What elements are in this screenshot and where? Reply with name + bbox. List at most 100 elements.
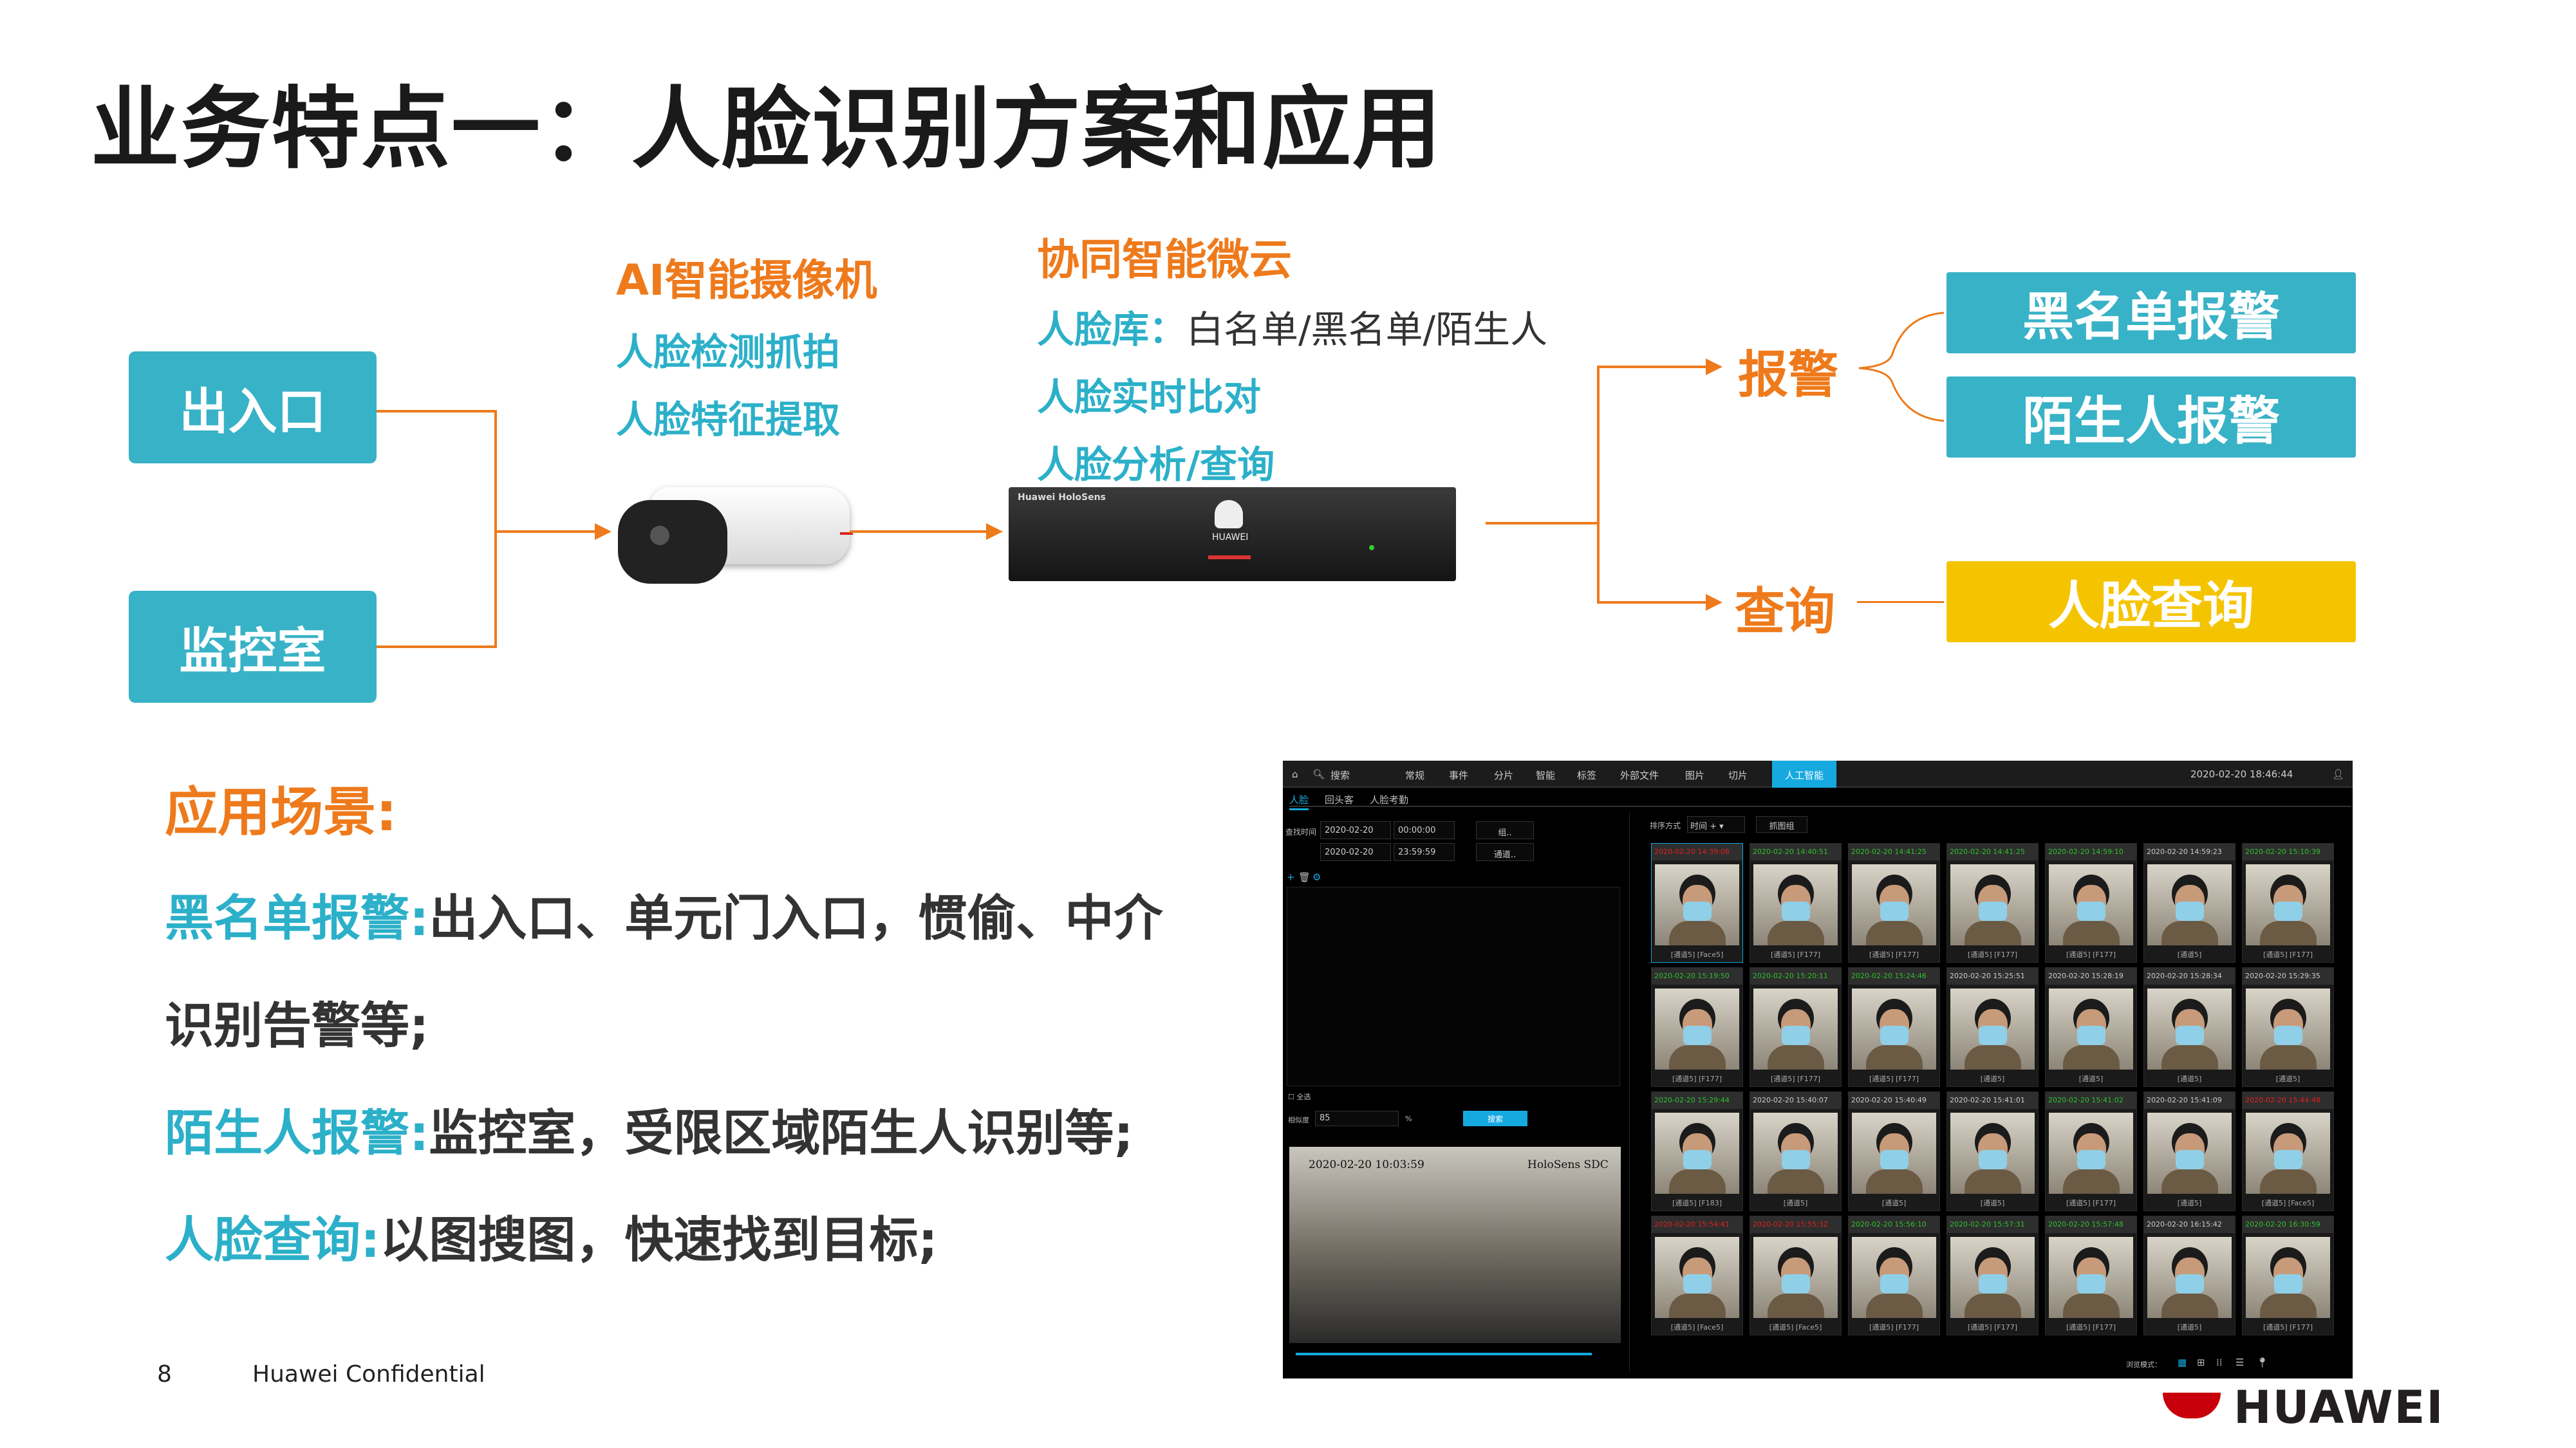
select-all-checkbox[interactable]: ☐ 全选 — [1288, 1093, 1311, 1101]
subtab-face[interactable]: 人脸 — [1289, 793, 1309, 810]
nav-events[interactable]: 事件 — [1449, 770, 1469, 781]
face-capture-thumbnail[interactable]: 2020-02-20 15:44:48 [通道5] [Face5] — [2242, 1091, 2334, 1211]
face-query-box: 人脸查询 — [1946, 561, 2356, 642]
face-capture-thumbnail[interactable]: 2020-02-20 15:40:07 [通道5] — [1750, 1091, 1842, 1211]
camera-feature: 人脸检测抓拍 — [616, 330, 841, 374]
capture-channel: [通道5] [F183] — [1672, 1199, 1722, 1207]
similarity-label: 相似度 — [1288, 1116, 1309, 1124]
face-capture-thumbnail[interactable]: 2020-02-20 15:57:31 [通道5] [F177] — [1946, 1216, 2039, 1335]
grid-small-view-icon[interactable]: ⁞⁞ — [2216, 1357, 2223, 1368]
capture-time: 2020-02-20 15:57:48 — [2046, 1216, 2136, 1233]
video-preview[interactable]: 2020-02-20 10:03:59 HoloSens SDC — [1289, 1147, 1621, 1343]
face-capture-thumbnail[interactable]: 2020-02-20 15:55:32 [通道5] [Face5] — [1750, 1216, 1842, 1335]
capture-time: 2020-02-20 15:41:01 — [1947, 1092, 2038, 1109]
face-photo — [1950, 1237, 2035, 1318]
capture-time: 2020-02-20 15:29:35 — [2243, 968, 2333, 985]
face-capture-thumbnail[interactable]: 2020-02-20 15:54:41 [通道5] [Face5] — [1651, 1216, 1743, 1335]
face-capture-thumbnail[interactable]: 2020-02-20 14:59:10 [通道5] [F177] — [2045, 843, 2137, 963]
start-time-input[interactable]: 00:00:00 — [1394, 821, 1455, 839]
capture-time: 2020-02-20 15:19:50 — [1652, 968, 1742, 985]
capture-time: 2020-02-20 15:40:49 — [1849, 1092, 1939, 1109]
list-view-icon[interactable]: ☰ — [2235, 1357, 2245, 1368]
capture-time: 2020-02-20 14:59:10 — [2046, 844, 2136, 860]
capture-channel: [通道5] [F177] — [1672, 1075, 1722, 1083]
capture-channel: [通道5] — [2078, 1075, 2104, 1083]
stranger-alarm-box: 陌生人报警 — [1946, 376, 2356, 458]
nav-pictures[interactable]: 图片 — [1685, 770, 1705, 781]
face-photo — [1852, 1237, 1936, 1318]
capture-group-button[interactable]: 抓图组 — [1756, 816, 1807, 833]
face-capture-thumbnail[interactable]: 2020-02-20 15:40:49 [通道5] — [1848, 1091, 1940, 1211]
group-button[interactable]: 组.. — [1476, 821, 1534, 839]
connector — [377, 410, 496, 413]
nav-regular[interactable]: 常规 — [1405, 770, 1425, 781]
nav-segments[interactable]: 分片 — [1494, 770, 1514, 781]
face-capture-thumbnail[interactable]: 2020-02-20 14:41:25 [通道5] [F177] — [1946, 843, 2039, 963]
capture-time: 2020-02-20 15:41:02 — [2046, 1092, 2136, 1109]
face-capture-thumbnail[interactable]: 2020-02-20 15:29:44 [通道5] [F183] — [1651, 1091, 1743, 1211]
face-photo — [2246, 864, 2330, 945]
grid-large-view-icon[interactable]: ▦ — [2178, 1357, 2187, 1368]
face-photo — [1655, 1113, 1739, 1194]
home-icon[interactable]: ⌂ — [1292, 768, 1298, 780]
face-capture-thumbnail[interactable]: 2020-02-20 14:41:25 [通道5] [F177] — [1848, 843, 1940, 963]
face-capture-thumbnail[interactable]: 2020-02-20 14:39:08 [通道5] [Face5] — [1651, 843, 1743, 963]
face-capture-thumbnail[interactable]: 2020-02-20 15:41:09 [通道5] — [2143, 1091, 2235, 1211]
capture-time: 2020-02-20 14:40:51 — [1750, 844, 1841, 860]
add-icon[interactable]: + — [1287, 871, 1295, 883]
channel-button[interactable]: 通道.. — [1476, 843, 1534, 861]
search-button[interactable]: 搜索 — [1463, 1111, 1527, 1126]
similarity-input[interactable]: 85 — [1315, 1111, 1399, 1126]
nav-smart[interactable]: 智能 — [1536, 770, 1556, 781]
face-capture-thumbnail[interactable]: 2020-02-20 15:57:48 [通道5] [F177] — [2045, 1216, 2137, 1335]
face-capture-thumbnail[interactable]: 2020-02-20 16:30:59 [通道5] [F177] — [2242, 1216, 2334, 1335]
connector — [1857, 601, 1944, 603]
capture-channel: [通道5] [F177] — [1968, 951, 2017, 959]
face-photo — [1852, 864, 1936, 945]
face-capture-thumbnail[interactable]: 2020-02-20 15:28:19 [通道5] — [2045, 967, 2137, 1087]
face-capture-thumbnail[interactable]: 2020-02-20 15:28:34 [通道5] — [2143, 967, 2235, 1087]
face-photo — [1753, 1237, 1838, 1318]
nav-ai[interactable]: 人工智能 — [1772, 761, 1836, 788]
face-capture-thumbnail[interactable]: 2020-02-20 15:41:01 [通道5] — [1946, 1091, 2039, 1211]
face-photo — [1852, 989, 1936, 1070]
user-icon[interactable]: 👤︎ — [2332, 768, 2345, 780]
face-capture-thumbnail[interactable]: 2020-02-20 15:19:50 [通道5] [F177] — [1651, 967, 1743, 1087]
settings-icon[interactable]: ⚙︎ — [1312, 871, 1321, 883]
similarity-unit: % — [1405, 1115, 1412, 1123]
connector — [850, 530, 988, 533]
capture-channel: [通道5] [Face5] — [1670, 1323, 1724, 1332]
nav-tags[interactable]: 标签 — [1577, 770, 1597, 781]
nav-search[interactable]: 搜索 — [1330, 770, 1350, 781]
face-capture-thumbnail[interactable]: 2020-02-20 15:41:02 [通道5] [F177] — [2045, 1091, 2137, 1211]
face-capture-thumbnail[interactable]: 2020-02-20 15:29:35 [通道5] — [2242, 967, 2334, 1087]
playback-progress[interactable] — [1296, 1353, 1592, 1355]
face-capture-thumbnail[interactable]: 2020-02-20 16:15:42 [通道5] — [2143, 1216, 2235, 1335]
end-date-input[interactable]: 2020-02-20 — [1320, 843, 1391, 861]
capture-channel: [通道5] [F177] — [1869, 951, 1919, 959]
start-date-input[interactable]: 2020-02-20 — [1320, 821, 1391, 839]
face-capture-thumbnail[interactable]: 2020-02-20 15:24:46 [通道5] [F177] — [1848, 967, 1940, 1087]
face-capture-thumbnail[interactable]: 2020-02-20 15:20:11 [通道5] [F177] — [1750, 967, 1842, 1087]
subtab-attendance[interactable]: 人脸考勤 — [1370, 794, 1409, 806]
arrow-icon — [1706, 358, 1722, 375]
face-capture-thumbnail[interactable]: 2020-02-20 15:56:10 [通道5] [F177] — [1848, 1216, 1940, 1335]
nav-external-files[interactable]: 外部文件 — [1620, 770, 1659, 781]
face-capture-thumbnail[interactable]: 2020-02-20 14:59:23 [通道5] — [2143, 843, 2235, 963]
grid-medium-view-icon[interactable]: ⊞ — [2197, 1357, 2205, 1368]
capture-channel: [通道5] — [2177, 1075, 2202, 1083]
delete-icon[interactable]: 🗑︎ — [1298, 871, 1311, 883]
connector — [377, 645, 496, 648]
device-label: Huawei HoloSens — [1018, 492, 1106, 503]
sort-select[interactable]: 时间 + ▾ — [1687, 816, 1745, 833]
face-capture-thumbnail[interactable]: 2020-02-20 15:10:39 [通道5] [F177] — [2242, 843, 2334, 963]
subtab-returning[interactable]: 回头客 — [1325, 794, 1354, 806]
nav-slices[interactable]: 切片 — [1728, 770, 1748, 781]
face-library-value: 白名单/黑名单/陌生人 — [1186, 308, 1548, 351]
map-pin-icon[interactable]: 📍︎ — [2256, 1357, 2269, 1368]
capture-time: 2020-02-20 15:20:11 — [1750, 968, 1841, 985]
end-time-input[interactable]: 23:59:59 — [1394, 843, 1455, 861]
face-image-panel[interactable] — [1287, 887, 1620, 1086]
face-capture-thumbnail[interactable]: 2020-02-20 14:40:51 [通道5] [F177] — [1750, 843, 1842, 963]
face-capture-thumbnail[interactable]: 2020-02-20 15:25:51 [通道5] — [1946, 967, 2039, 1087]
